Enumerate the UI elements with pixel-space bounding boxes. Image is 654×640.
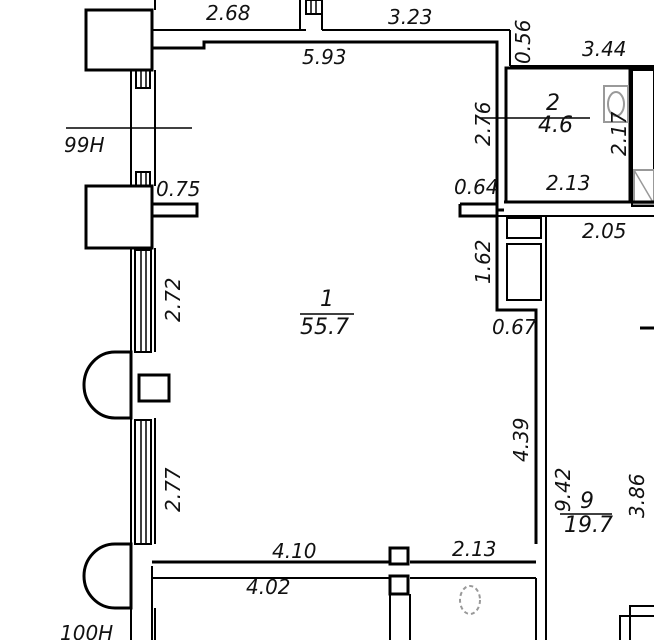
- small-pier: [137, 373, 171, 403]
- room-2-area: 4.6: [538, 113, 573, 138]
- left-exterior-wall: [130, 70, 156, 640]
- axis-label-top: 99H: [64, 133, 105, 157]
- dim-4-10: 4.10: [272, 539, 317, 563]
- dim-2-05: 2.05: [582, 219, 627, 243]
- window-left-2: [135, 171, 151, 187]
- bottom-fixture: [459, 585, 481, 615]
- dim-9-42: 9.42: [551, 467, 575, 512]
- axis-label-bottom: 100H: [60, 621, 113, 640]
- dim-0-64: 0.64: [454, 175, 499, 199]
- dim-2-77: 2.77: [161, 467, 185, 512]
- dim-0-56: 0.56: [511, 19, 535, 64]
- dim-5-93: 5.93: [302, 45, 347, 69]
- window-top: [305, 0, 323, 15]
- dim-0-75: 0.75: [156, 177, 201, 201]
- window-left-4: [134, 419, 152, 545]
- window-left-1: [135, 69, 151, 89]
- room-1-area: 55.7: [300, 315, 349, 340]
- dim-4-39: 4.39: [509, 417, 533, 462]
- pier-stub: [152, 202, 199, 218]
- room-9-number: 9: [580, 489, 594, 514]
- bottom-walls: [151, 546, 537, 640]
- room-2-number: 2: [546, 91, 560, 116]
- window-left-3: [134, 249, 152, 353]
- sink-fixture: [603, 85, 629, 123]
- room-1-number: 1: [320, 287, 334, 312]
- dim-3-86: 3.86: [625, 473, 649, 518]
- dim-3-23: 3.23: [388, 5, 433, 29]
- round-column-1: [82, 350, 133, 420]
- dim-0-67: 0.67: [492, 315, 537, 339]
- room-9-walls: [619, 326, 654, 640]
- dim-2-13-bottom: 2.13: [452, 537, 497, 561]
- round-column-2: [82, 542, 133, 610]
- column-mid-left: [84, 184, 154, 250]
- dim-1-62: 1.62: [471, 239, 495, 284]
- dim-3-44: 3.44: [582, 37, 627, 61]
- dim-2-13-top: 2.13: [546, 171, 591, 195]
- corridor-walls: [458, 200, 654, 640]
- dim-2-68: 2.68: [206, 1, 251, 25]
- shower-fixture: [633, 169, 654, 205]
- room-9-area: 19.7: [564, 513, 613, 538]
- dim-2-17: 2.17: [607, 111, 631, 156]
- dim-4-02: 4.02: [246, 575, 291, 599]
- dim-2-76: 2.76: [471, 101, 495, 146]
- dim-2-72: 2.72: [161, 277, 185, 322]
- column-top-left: [84, 8, 154, 72]
